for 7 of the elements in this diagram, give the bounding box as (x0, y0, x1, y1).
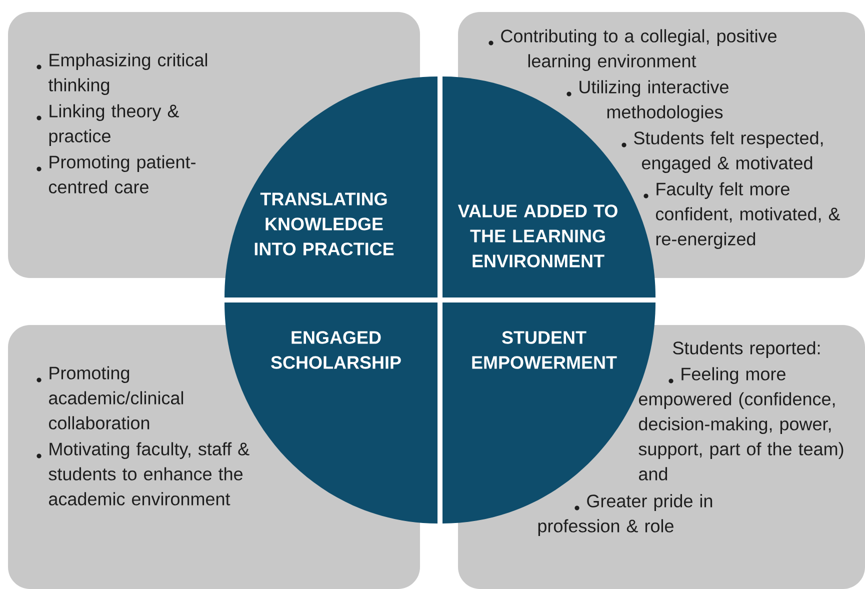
bullet-item: Contributing to a collegial, positive learning environment (488, 29, 776, 71)
bullet-item: Students reported: (673, 341, 820, 358)
bullet-item: Promoting patient-centred care (36, 155, 196, 194)
quadrant: TRANSLATING KNOWLEDGE INTO PRACTICE (224, 76, 438, 298)
bullet-item: Linking theory & practice (36, 104, 179, 146)
bullet-item: Promoting academic/clinical collaboration (36, 366, 184, 430)
bullet-item: Emphasizing critical thinking (36, 53, 208, 95)
